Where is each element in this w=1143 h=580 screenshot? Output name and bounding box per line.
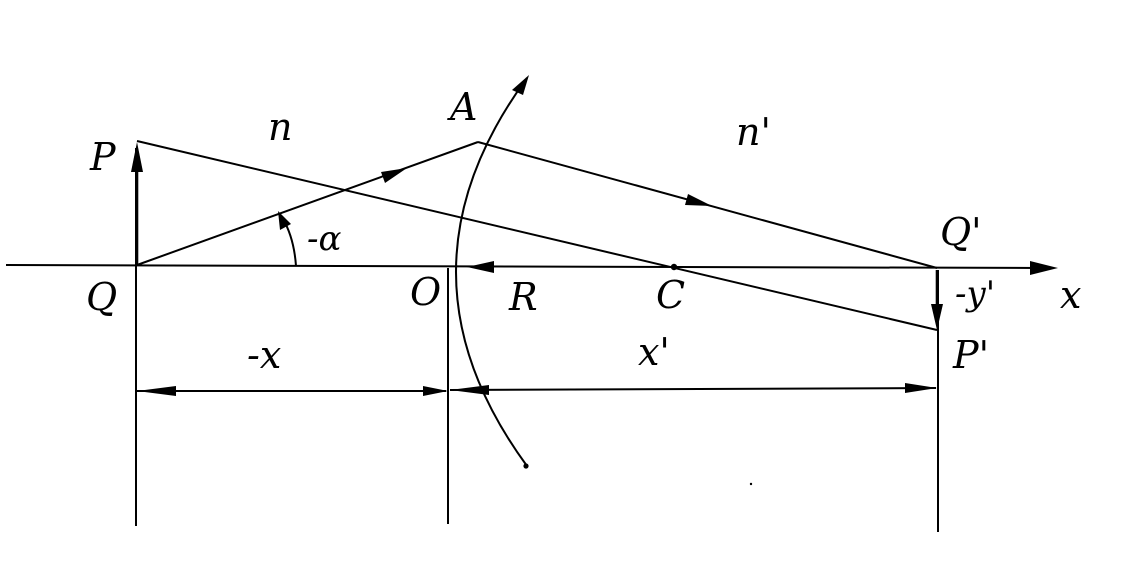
dimension-line-x-prime bbox=[449, 387, 937, 391]
label-C: C bbox=[656, 273, 685, 317]
label-O: O bbox=[410, 270, 441, 314]
dimension-minus-x-right-arrow bbox=[423, 386, 448, 396]
incident-ray-arrowhead bbox=[381, 168, 407, 183]
dimension-x-prime-right-arrow bbox=[905, 383, 937, 393]
label-Q: Q bbox=[86, 275, 117, 319]
refracted-ray-arrowhead bbox=[685, 194, 712, 206]
object-arrowhead bbox=[131, 142, 143, 172]
surface-top-arrowhead bbox=[512, 75, 529, 95]
surface-bottom-endpoint bbox=[523, 463, 529, 469]
image-arrowhead bbox=[931, 304, 943, 330]
label-R: R bbox=[508, 275, 538, 319]
radius-arrowhead bbox=[467, 261, 494, 273]
dimension-minus-x-left-arrow bbox=[137, 386, 176, 396]
incident-ray-QA bbox=[136, 141, 479, 266]
dimension-x-prime-left-arrow bbox=[450, 385, 489, 395]
refracting-surface bbox=[455, 77, 528, 467]
angle-alpha-arrowhead bbox=[278, 211, 291, 230]
label-P: P bbox=[89, 135, 117, 179]
label-A: A bbox=[447, 85, 477, 129]
label-n-prime: n' bbox=[736, 110, 771, 154]
optical-axis-arrowhead bbox=[1030, 261, 1058, 275]
label-minus-y-prime: -y' bbox=[955, 274, 995, 314]
label-n: n bbox=[268, 105, 292, 149]
optical-axis bbox=[5, 264, 1041, 269]
chief-ray-P-C-P-prime bbox=[136, 140, 938, 331]
label-x-prime: x' bbox=[638, 330, 670, 374]
label-x-axis: x bbox=[1060, 273, 1081, 317]
label-minus-x: -x bbox=[247, 333, 281, 377]
stray-mark bbox=[749, 482, 753, 486]
center-of-curvature-point bbox=[670, 263, 678, 271]
label-P-prime: P' bbox=[952, 333, 989, 377]
label-minus-alpha: -α bbox=[307, 219, 341, 259]
label-Q-prime: Q' bbox=[940, 210, 982, 254]
